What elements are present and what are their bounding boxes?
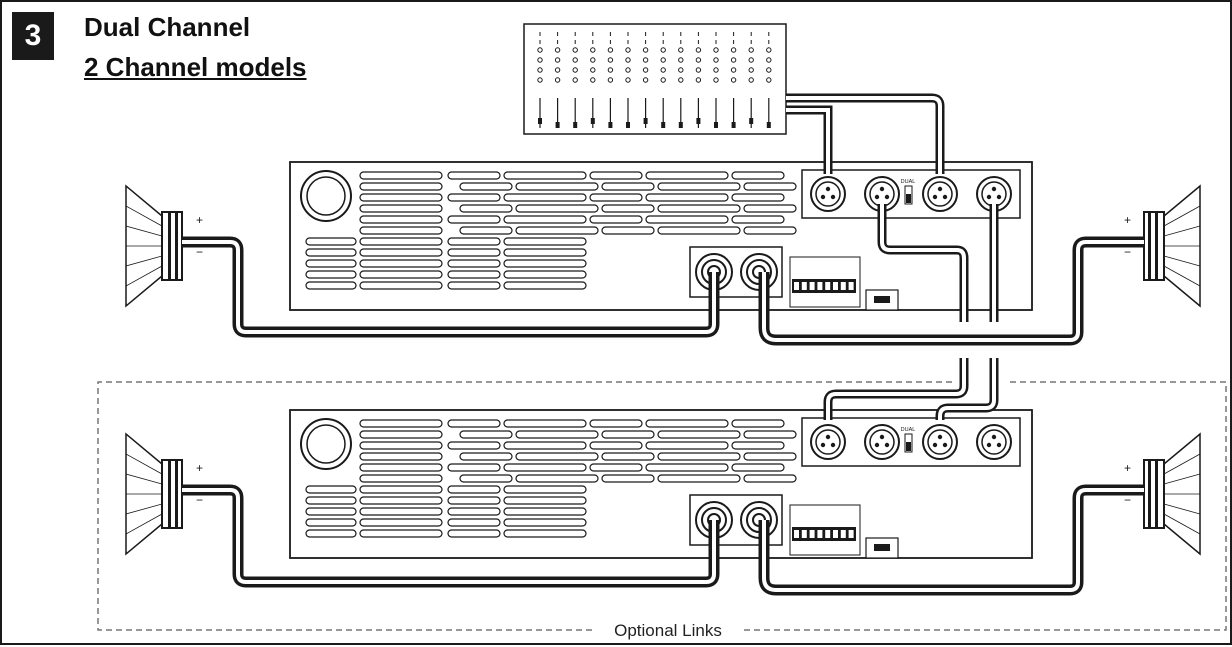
speaker-cable-top-left <box>182 236 720 338</box>
dip-switch-bank <box>789 256 861 308</box>
dip-switch-bank <box>789 504 861 556</box>
xlr-connector <box>922 424 958 460</box>
speaker-cable-top-right <box>758 236 1144 346</box>
terminal-negative-label: − <box>1124 245 1131 259</box>
mixer-channel-strip <box>713 32 719 128</box>
mixer-console <box>523 23 787 135</box>
dual-mode-switch: DUAL <box>901 427 916 453</box>
speaker-top-left: +− <box>125 184 203 308</box>
diagram-subtitle: 2 Channel models <box>84 52 307 82</box>
mixer-channel-strip <box>748 32 754 128</box>
mixer-channel-strip <box>572 32 578 128</box>
mixer-channel-strip <box>590 32 596 128</box>
xlr-connector <box>976 424 1012 460</box>
xlr-connector <box>810 176 846 212</box>
terminal-positive-label: + <box>1124 461 1131 475</box>
mixer-channel-strip <box>678 32 684 128</box>
diagram-title: Dual Channel <box>84 12 251 42</box>
terminal-negative-label: − <box>196 245 203 259</box>
optional-links-label: Optional Links <box>614 621 722 640</box>
mixer-channel-strip <box>537 32 543 128</box>
mixer-channel-strip <box>625 32 631 128</box>
xlr-connector <box>864 424 900 460</box>
speaker-bottom-left: +− <box>125 432 203 556</box>
dual-switch-label: DUAL <box>901 427 916 433</box>
speaker-bottom-right: +− <box>1124 432 1201 556</box>
terminal-positive-label: + <box>196 213 203 227</box>
mixer-channel-strip <box>695 32 702 128</box>
amplifier-top: DUAL <box>289 161 1033 311</box>
link-cables <box>823 204 999 420</box>
fan-grille <box>300 170 352 222</box>
step-number-badge: 3 <box>12 12 54 60</box>
ground-lift-switch <box>865 537 899 559</box>
mixer-channel-strip <box>607 32 614 128</box>
terminal-negative-label: − <box>196 493 203 507</box>
dual-switch-label: DUAL <box>901 179 916 185</box>
input-panel: DUAL <box>801 417 1021 467</box>
amplifier-bottom: DUAL <box>289 409 1033 559</box>
speaker-cable-bottom-left <box>182 484 720 588</box>
fan-grille <box>300 418 352 470</box>
ground-lift-switch <box>865 289 899 311</box>
optional-links-box: Optional Links <box>97 381 1227 640</box>
terminal-positive-label: + <box>196 461 203 475</box>
mixer-channel-strip <box>730 32 737 128</box>
mixer-channel-strip <box>766 32 772 128</box>
terminal-negative-label: − <box>1124 493 1131 507</box>
mixer-channel-strip <box>660 32 666 128</box>
xlr-connector <box>922 176 958 212</box>
mixer-input-cables <box>786 93 945 174</box>
input-panel: DUAL <box>801 169 1021 219</box>
vent-slots <box>305 419 797 538</box>
mixer-channel-strip <box>642 32 649 128</box>
speaker-cable-bottom-right <box>758 484 1144 596</box>
terminal-positive-label: + <box>1124 213 1131 227</box>
xlr-connector <box>810 424 846 460</box>
dual-mode-switch: DUAL <box>901 179 916 205</box>
mixer-channel-strip <box>554 32 561 128</box>
speaker-top-right: +− <box>1124 184 1201 308</box>
vent-slots <box>305 171 797 290</box>
